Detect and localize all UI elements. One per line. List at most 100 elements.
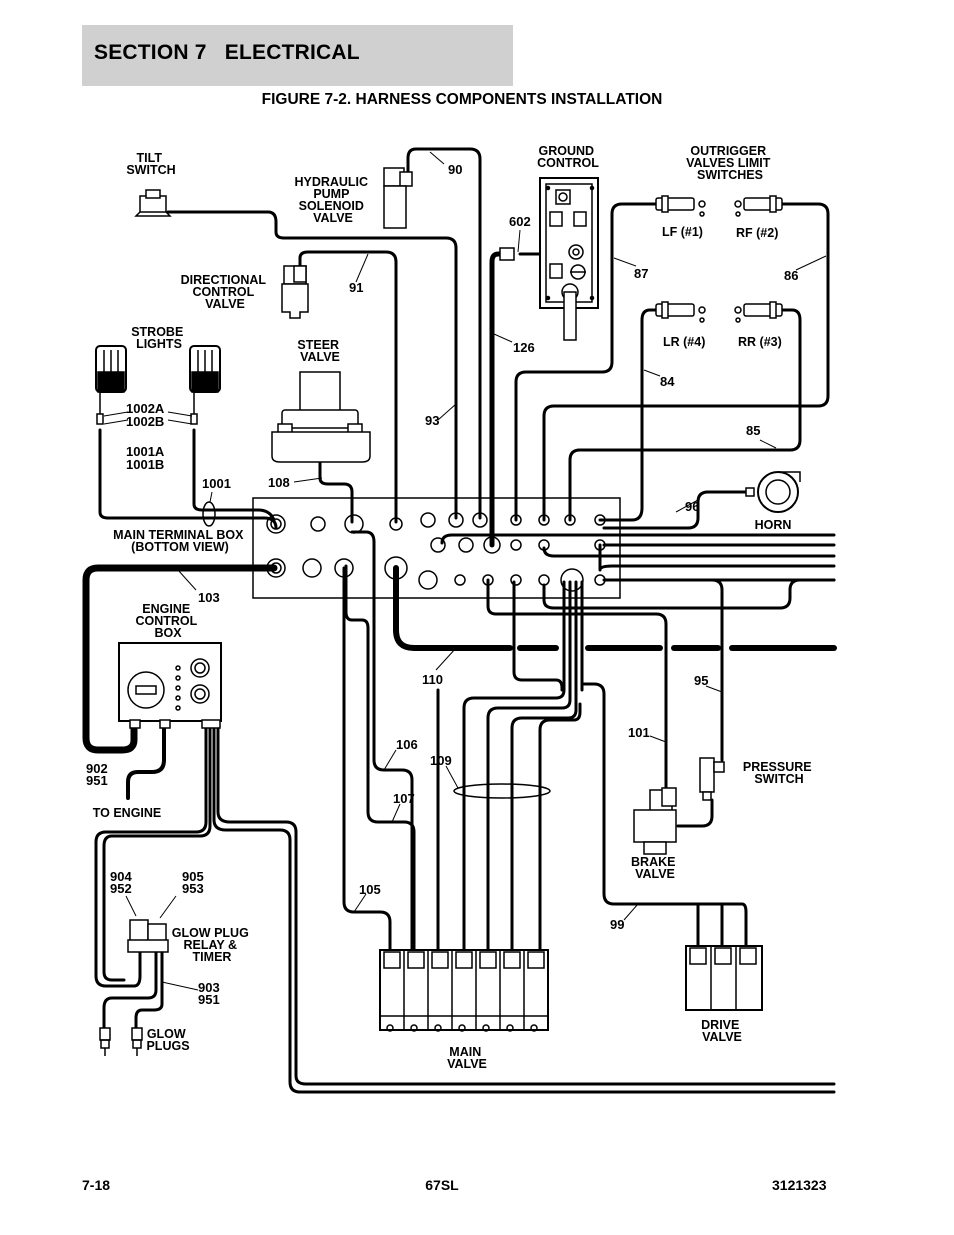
- limit-switch-rf: [734, 195, 783, 217]
- wire-label-93: 93: [425, 413, 439, 428]
- wire-label-91: 91: [349, 280, 363, 295]
- wire-109b: [512, 580, 564, 692]
- label-main-valve: MAIN VALVE: [447, 1045, 487, 1071]
- wire-label-106: 106: [396, 737, 418, 752]
- wire-right-3: [542, 546, 836, 558]
- wire-label-90: 90: [448, 162, 462, 177]
- wire-label-951-glow: 951: [198, 992, 220, 1007]
- wire-label-95: 95: [694, 673, 708, 688]
- wire-109e: [510, 580, 578, 952]
- label-ground-control: GROUND CONTROL: [537, 144, 599, 170]
- label-tilt-switch: TILT SWITCH: [126, 151, 175, 177]
- label-main-terminal-box: MAIN TERMINAL BOX (BOTTOM VIEW): [113, 528, 247, 554]
- wire-label-903: 903: [198, 980, 220, 995]
- limit-switch-lr: [655, 301, 706, 323]
- wire-107: [344, 564, 416, 952]
- label-lf: LF (#1): [662, 225, 703, 239]
- wire-label-905: 905: [182, 869, 204, 884]
- ground-control-box: [539, 177, 599, 341]
- wire-87: [514, 202, 658, 522]
- wire-109d: [486, 580, 572, 952]
- limit-switch-rr: [734, 301, 783, 323]
- leader-lines: [103, 151, 827, 991]
- wire-90: [406, 147, 482, 520]
- wire-904: [94, 722, 208, 988]
- horn: [745, 471, 801, 513]
- wire-label-87: 87: [634, 266, 648, 281]
- connector-602: [499, 247, 515, 261]
- bundle-1001: [202, 501, 216, 527]
- wire-95: [704, 578, 724, 762]
- wire-label-99: 99: [610, 917, 624, 932]
- wire-label-904: 904: [110, 869, 132, 884]
- wire-84: [598, 308, 658, 522]
- wire-right-5: [542, 578, 836, 610]
- label-pressure-switch: PRESSURE SWITCH: [743, 760, 815, 786]
- label-hydraulic-pump-solenoid-valve: HYDRAULIC PUMP SOLENOID VALVE: [294, 175, 371, 225]
- wire-label-107: 107: [393, 791, 415, 806]
- label-rr: RR (#3): [738, 335, 782, 349]
- wire-tilt-switch: [166, 210, 458, 520]
- brake-valve: [633, 787, 677, 855]
- footer-model: 67SL: [425, 1177, 459, 1193]
- footer-doc-number: 3121323: [772, 1177, 827, 1193]
- wire-label-1002a: 1002A: [126, 401, 165, 416]
- label-outrigger-valves-limit-switches: OUTRIGGER VALVES LIMIT SWITCHES: [686, 144, 774, 182]
- wire-905: [102, 722, 212, 982]
- wire-label-953: 953: [182, 881, 204, 896]
- wire-110: [393, 565, 513, 651]
- section-title: SECTION 7 ELECTRICAL: [94, 41, 360, 64]
- wire-903a: [102, 950, 158, 1030]
- label-horn: HORN: [755, 518, 792, 532]
- wire-label-126: 126: [513, 340, 535, 355]
- wire-label-902: 902: [86, 761, 108, 776]
- label-steer-valve: STEER VALVE: [297, 338, 342, 364]
- wire-label-86: 86: [784, 268, 798, 283]
- wire-85: [568, 308, 802, 522]
- wire-to-engine: [126, 720, 166, 800]
- wire-label-84: 84: [660, 374, 675, 389]
- label-strobe-lights: STROBE LIGHTS: [131, 325, 187, 351]
- wire-126: [489, 251, 515, 548]
- wire-106: [350, 530, 414, 952]
- wire-long-bottom-2: [216, 722, 836, 1086]
- wire-label-1001b: 1001B: [126, 457, 164, 472]
- wire-108: [318, 458, 354, 524]
- main-valve: [379, 949, 549, 1032]
- wire-label-951-engine: 951: [86, 773, 108, 788]
- glow-plugs: [99, 1027, 143, 1056]
- wire-label-103: 103: [198, 590, 220, 605]
- wire-label-1002b: 1002B: [126, 414, 164, 429]
- label-glow-plugs: GLOW PLUGS: [146, 1027, 189, 1053]
- wire-105: [342, 566, 392, 952]
- label-glow-plug-relay-timer: GLOW PLUG RELAY & TIMER: [172, 926, 253, 964]
- label-brake-valve: BRAKE VALVE: [631, 855, 679, 881]
- footer-page-number: 7-18: [82, 1177, 111, 1193]
- strobe-light-right: [189, 345, 221, 425]
- main-terminal-box: [252, 497, 621, 599]
- wire-label-602: 602: [509, 214, 531, 229]
- wire-brake-pressure: [676, 798, 714, 828]
- glow-plug-relay-timer: [127, 919, 169, 953]
- wire-label-108: 108: [268, 475, 290, 490]
- directional-control-valve: [281, 265, 309, 319]
- wire-label-105: 105: [359, 882, 381, 897]
- wire-label-96: 96: [685, 499, 699, 514]
- drive-valve: [685, 945, 763, 1011]
- wire-main-valve-last: [538, 702, 582, 952]
- tilt-switch: [134, 189, 172, 217]
- wire-109c: [462, 580, 566, 952]
- label-lr: LR (#4): [663, 335, 705, 349]
- wire-91: [298, 250, 398, 524]
- wire-label-110: 110: [422, 672, 443, 687]
- wire-long-bottom: [212, 722, 836, 1094]
- wire-label-101: 101: [628, 725, 650, 740]
- wire-label-85: 85: [746, 423, 760, 438]
- wire-number-labels: 90 602 91 87 86 126 84 93 85 1002A 1002B…: [86, 162, 798, 1007]
- wire-1001b: [192, 428, 276, 522]
- strobe-light-left: [95, 345, 127, 425]
- label-directional-control-valve: DIRECTIONAL CONTROL VALVE: [181, 273, 270, 311]
- pressure-switch: [699, 757, 725, 801]
- label-to-engine: TO ENGINE: [93, 806, 162, 820]
